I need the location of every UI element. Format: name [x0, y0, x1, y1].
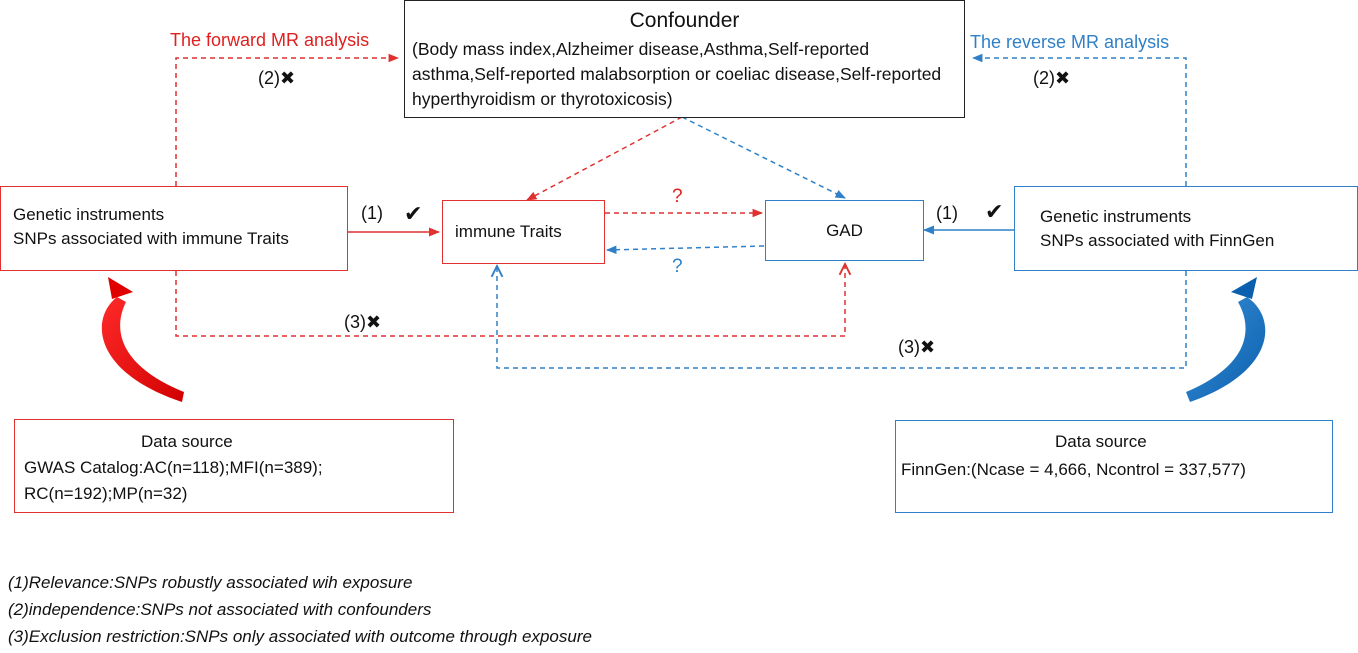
immune-traits-box: immune Traits: [442, 200, 605, 264]
left-data-source-title: Data source: [141, 432, 233, 451]
left-instruments-box: Genetic instruments SNPs associated with…: [0, 186, 348, 271]
immune-traits-label: immune Traits: [455, 222, 562, 241]
confounder-box: Confounder (Body mass index,Alzheimer di…: [404, 0, 965, 118]
reverse-relevance-mark: (1): [936, 203, 958, 223]
left-data-source-line2: RC(n=192);MP(n=32): [24, 484, 188, 503]
confounder-list: (Body mass index,Alzheimer disease,Asthm…: [412, 39, 942, 109]
gad-to-immune-arrow: [605, 245, 765, 254]
right-instruments-subtitle: SNPs associated with FinnGen: [1040, 231, 1275, 250]
left-curved-arrow: [101, 277, 184, 402]
forward-exclusion-mark: (3)✖: [344, 312, 382, 332]
forward-question-mark: ?: [672, 186, 683, 207]
right-curved-arrow: [1186, 277, 1266, 402]
reverse-question-mark: ?: [672, 256, 683, 277]
reverse-mr-label: The reverse MR analysis: [970, 32, 1170, 52]
forward-independence-mark: (2)✖: [258, 68, 296, 88]
reverse-exclusion-mark: (3)✖: [898, 337, 936, 357]
reverse-independence-line: [971, 53, 1187, 186]
reverse-independence-mark: (2)✖: [1033, 68, 1071, 88]
confounder-to-gad-arrow: [681, 116, 846, 199]
gad-label: GAD: [826, 221, 863, 240]
forward-independence-line: [175, 53, 400, 186]
right-instruments-title: Genetic instruments: [1040, 207, 1192, 226]
left-data-source-line1: GWAS Catalog:AC(n=118);MFI(n=389);: [24, 458, 323, 477]
legend-relevance: (1)Relevance:SNPs robustly associated wi…: [8, 573, 413, 592]
left-data-source-box: Data source GWAS Catalog:AC(n=118);MFI(n…: [14, 419, 454, 513]
forward-check-icon: ✔: [404, 201, 423, 226]
forward-mr-label: The forward MR analysis: [170, 30, 370, 50]
left-instruments-subtitle: SNPs associated with immune Traits: [13, 229, 289, 248]
reverse-exclusion-line: [497, 266, 1187, 369]
reverse-check-icon: ✔: [985, 199, 1004, 224]
legend-exclusion: (3)Exclusion restriction:SNPs only assoc…: [8, 627, 592, 646]
right-data-source-line1: FinnGen:(Ncase = 4,666, Ncontrol = 337,5…: [901, 460, 1246, 479]
right-data-source-box: Data source FinnGen:(Ncase = 4,666, Ncon…: [895, 420, 1333, 513]
gad-box: GAD: [765, 200, 924, 261]
legend-independence: (2)independence:SNPs not associated with…: [8, 600, 432, 619]
confounder-to-immune-arrow: [526, 116, 683, 201]
forward-relevance-mark: (1): [361, 203, 383, 223]
right-instruments-box: Genetic instruments SNPs associated with…: [1014, 186, 1358, 271]
confounder-title: Confounder: [629, 9, 740, 32]
left-instruments-title: Genetic instruments: [13, 205, 165, 224]
forward-exclusion-line: [175, 264, 845, 337]
right-data-source-title: Data source: [1055, 432, 1147, 451]
